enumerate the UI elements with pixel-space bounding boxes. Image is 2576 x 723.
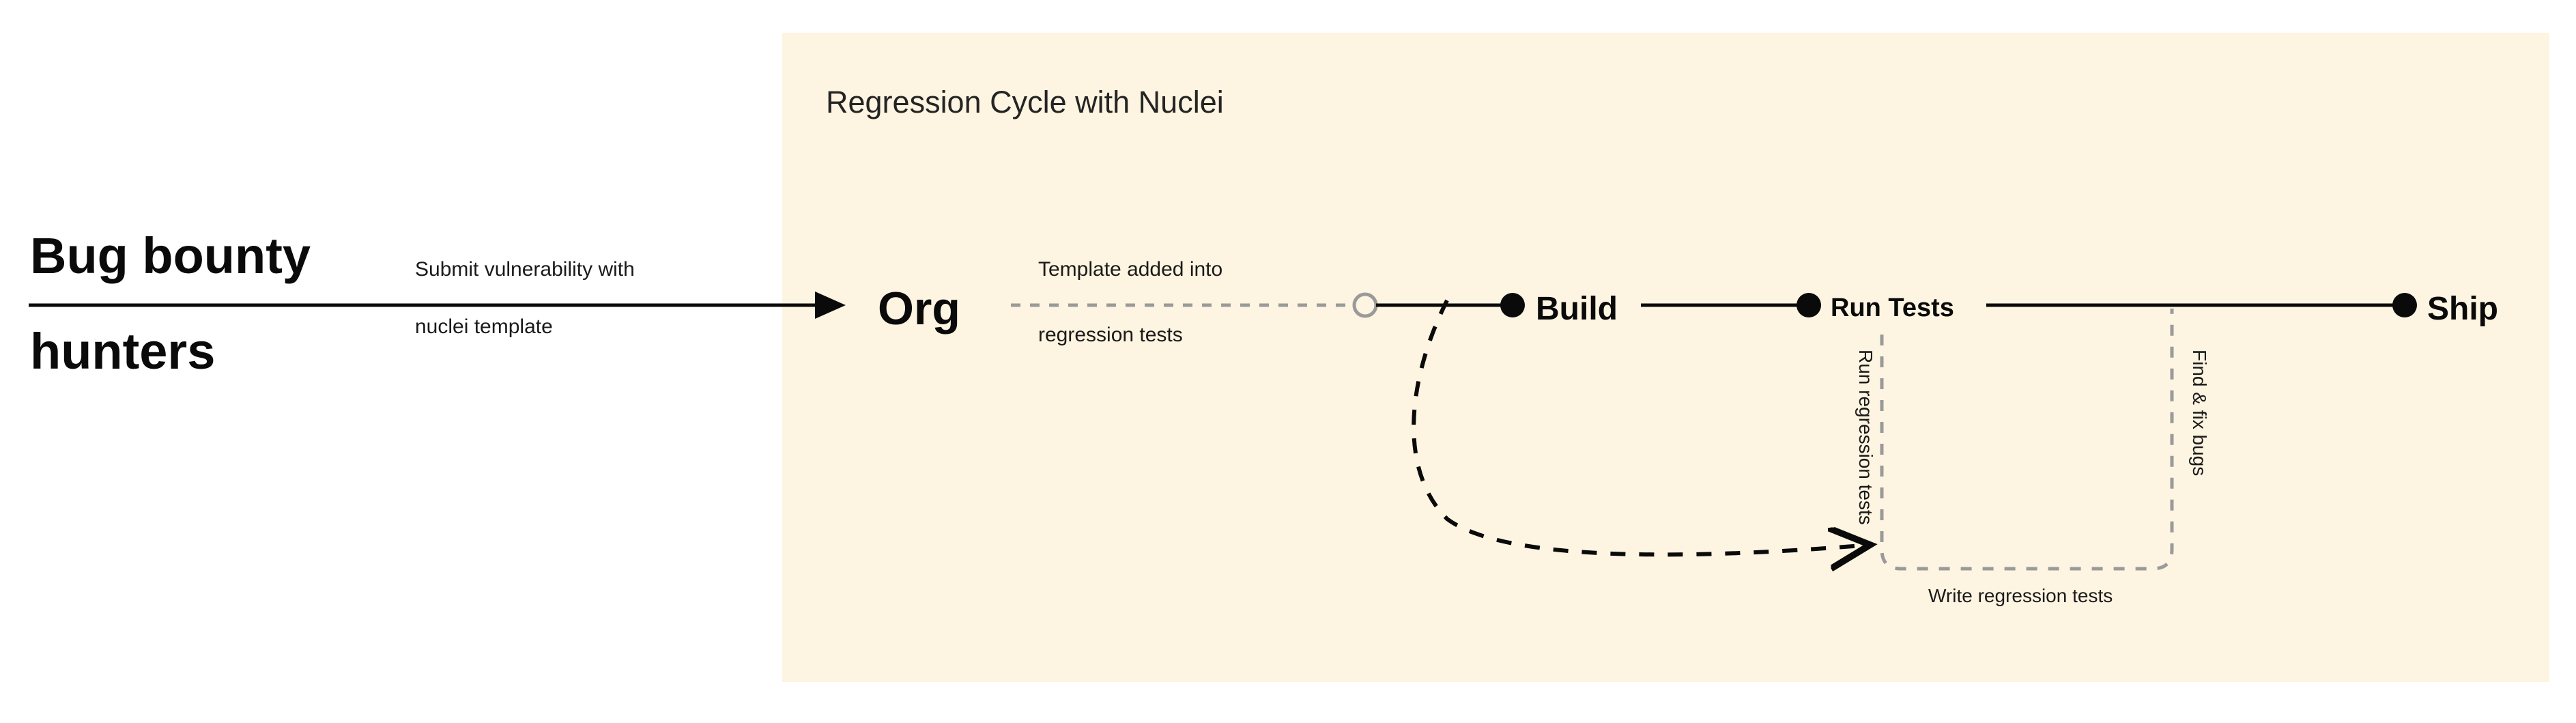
source-label-line1: Bug bounty bbox=[30, 227, 311, 284]
edge-template-label-line2: regression tests bbox=[1038, 324, 1183, 346]
source-label-line2: hunters bbox=[30, 323, 215, 380]
node-ship-label[interactable]: Ship bbox=[2427, 291, 2498, 327]
edge-submit-label-line1: Submit vulnerability with bbox=[415, 258, 635, 281]
panel-background bbox=[782, 33, 2549, 682]
bracket-write-regression-tests bbox=[1880, 309, 2174, 571]
panel-title: Regression Cycle with Nuclei bbox=[826, 85, 1224, 119]
edge-template-endpoint-circle bbox=[1352, 292, 1378, 318]
node-run-tests-dot[interactable] bbox=[1797, 293, 1821, 317]
edge-write-regression-label: Write regression tests bbox=[1928, 585, 2113, 606]
edge-find-fix-bugs-label: Find & fix bugs bbox=[2189, 350, 2210, 476]
node-run-tests-label[interactable]: Run Tests bbox=[1831, 294, 1954, 322]
edge-run-regression-label: Run regression tests bbox=[1855, 350, 1876, 525]
node-build-label[interactable]: Build bbox=[1536, 291, 1618, 327]
node-ship-dot[interactable] bbox=[2392, 293, 2417, 317]
node-org-label[interactable]: Org bbox=[878, 283, 960, 335]
node-build-dot[interactable] bbox=[1500, 293, 1525, 317]
edge-submit-label-line2: nuclei template bbox=[415, 315, 553, 338]
edge-template-label-line1: Template added into bbox=[1038, 258, 1222, 281]
edge-run-regression-curve bbox=[1412, 299, 1870, 554]
